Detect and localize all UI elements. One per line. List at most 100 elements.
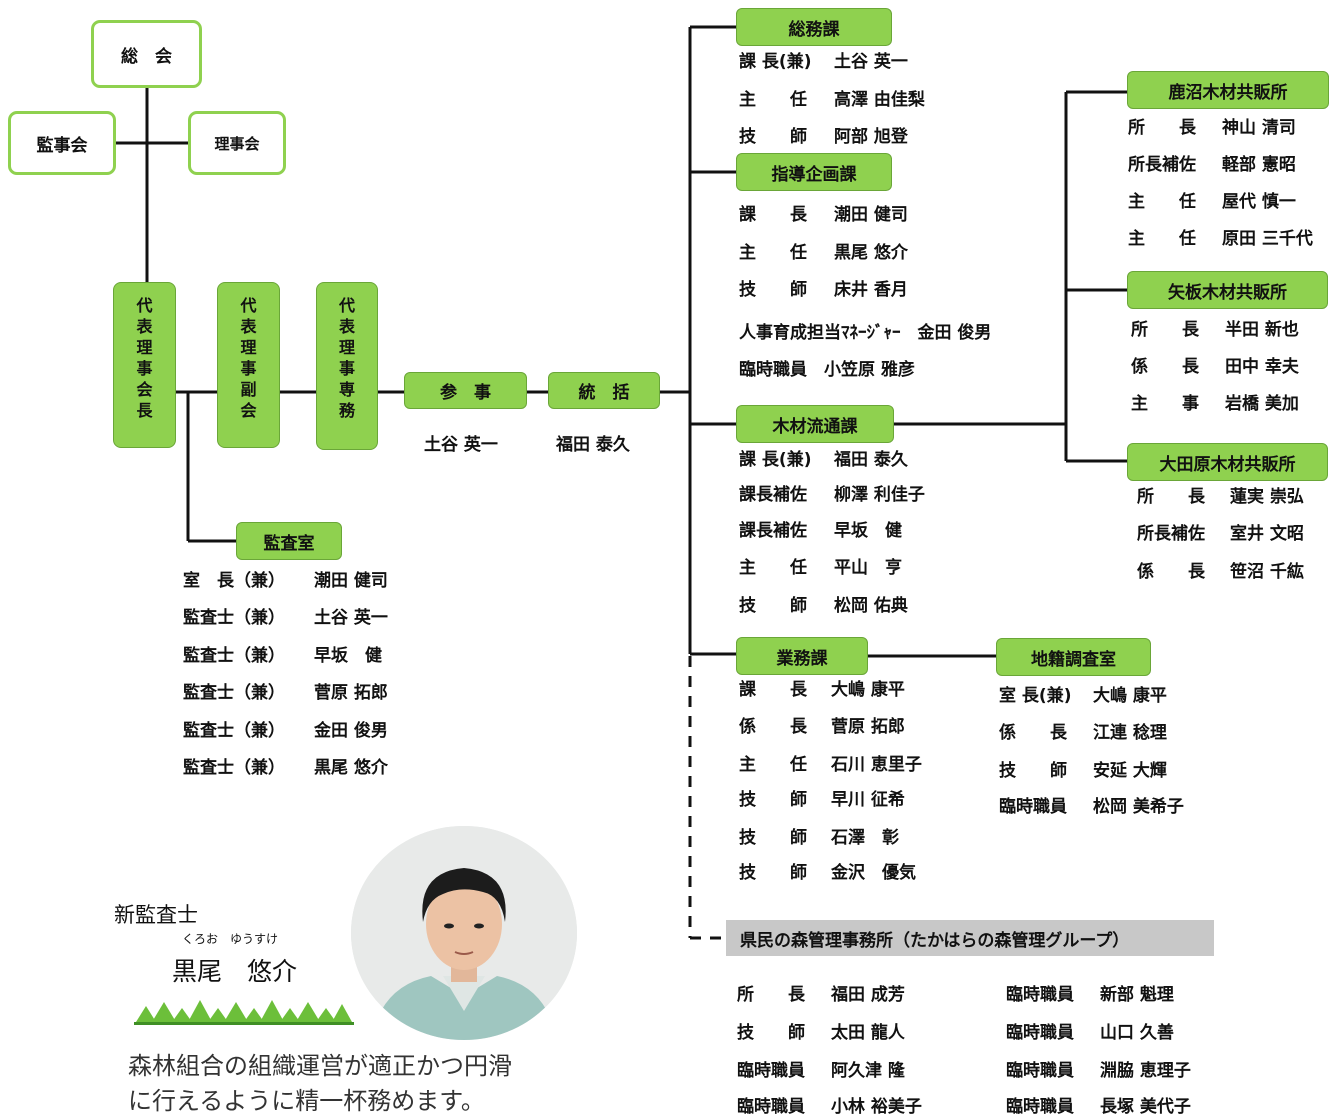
member-name: 神山 清司	[1222, 118, 1296, 138]
soumu-title: 総務課	[788, 19, 840, 40]
member-name: 松岡 佑典	[834, 596, 908, 616]
member-title: 所長補佐	[1128, 155, 1196, 175]
vchar: 会	[136, 380, 153, 399]
chiseki-member: 技 師安延 大輝	[999, 761, 1167, 781]
member-name: 菅原 拓郎	[831, 717, 905, 737]
gyomu-member: 技 師石澤 彰	[739, 828, 899, 848]
toukatsu-name: 福田 泰久	[556, 435, 630, 455]
mokuzai-member: 技 師松岡 佑典	[739, 596, 908, 616]
member-title: 課 長(兼)	[739, 450, 812, 470]
vchar: 表	[240, 317, 257, 336]
member-title: 室 長(兼)	[999, 686, 1072, 706]
member-title: 臨時職員	[999, 797, 1067, 817]
mokuzai-member: 課長補佐早坂 健	[739, 521, 902, 541]
member-title: 臨時職員	[1006, 1023, 1074, 1043]
member-name: 潮田 健司	[834, 205, 908, 225]
member-name: 小林 裕美子	[831, 1097, 922, 1117]
member-name: 屋代 慎一	[1222, 192, 1296, 212]
otawara-member: 所 長 蓮実 崇弘	[1137, 487, 1304, 507]
kenmin-member: 臨時職員山口 久善	[1006, 1023, 1174, 1043]
vchar: 代	[338, 296, 355, 315]
member-name: 柳澤 利佳子	[834, 485, 925, 505]
member-name: 潮田 健司	[314, 571, 388, 591]
member-title: 課長補佐	[739, 485, 807, 505]
member-name: 大嶋 康平	[831, 680, 905, 700]
member-title: 主 任	[739, 755, 807, 775]
vchar: 副	[240, 380, 257, 399]
vchar: 代	[136, 296, 153, 315]
member-name: 土谷 英一	[834, 52, 908, 72]
member-title: 監査士（兼）	[183, 608, 285, 628]
soumu-member: 技 師阿部 旭登	[739, 127, 908, 147]
kansa-box: 監査室	[236, 522, 342, 560]
kenmin-member: 臨時職員新部 魁理	[1006, 985, 1174, 1005]
daihyo-fukukaicho-box: 代 表 理 事 副 会	[217, 282, 280, 448]
kansa-member: 監査士（兼）黒尾 悠介	[183, 758, 388, 778]
member-title: 課 長	[739, 205, 807, 225]
vchar: 代	[240, 296, 257, 315]
kenmin-member: 臨時職員長塚 美代子	[1006, 1097, 1191, 1117]
vchar: 表	[136, 317, 153, 336]
rijikai-box: 理事会	[188, 111, 286, 175]
vchar: 理	[240, 338, 257, 357]
tree-decoration-icon	[134, 1000, 354, 1025]
member-name: 黒尾 悠介	[834, 243, 908, 263]
sanji-label: 参 事	[440, 383, 491, 403]
daihyo-senmu-box: 代 表 理 事 専 務	[316, 282, 378, 450]
member-title: 所 長	[1137, 487, 1205, 507]
member-title: 監査士（兼）	[183, 683, 285, 703]
intro-message-line1: 森林組合の組織運営が適正かつ円滑	[128, 1052, 512, 1080]
member-title: 臨時職員	[1006, 1097, 1074, 1117]
member-title: 技 師	[739, 828, 807, 848]
member-title: 技 師	[739, 280, 807, 300]
member-title: 主 任	[739, 90, 807, 110]
member-title: 室 長（兼）	[183, 571, 285, 591]
kansa-title: 監査室	[263, 533, 315, 554]
kenmin-member: 技 師太田 龍人	[737, 1023, 905, 1043]
member-name: 松岡 美希子	[1093, 797, 1184, 817]
yaita-member: 所 長半田 新也	[1131, 320, 1299, 340]
gyomu-member: 課 長大嶋 康平	[739, 680, 905, 700]
member-name: 黒尾 悠介	[314, 758, 388, 778]
vchar: 務	[338, 401, 355, 420]
kenmin-header: 県民の森管理事務所（たかはらの森管理グループ）	[726, 920, 1214, 956]
toukatsu-box: 統 括	[548, 372, 660, 409]
chiseki-title: 地籍調査室	[1031, 649, 1116, 670]
member-title: 技 師	[737, 1023, 805, 1043]
otawara-title: 大田原木材共販所	[1159, 454, 1296, 475]
member-title: 係 長	[1137, 562, 1205, 582]
kanuma-member: 主 任原田 三千代	[1128, 229, 1313, 249]
kenmin-member: 臨時職員淵脇 恵理子	[1006, 1061, 1191, 1081]
gyomu-member: 主 任 石川 恵里子	[739, 755, 922, 775]
member-name: 金沢 優気	[831, 863, 916, 883]
kansa-member: 監査士（兼）土谷 英一	[183, 608, 388, 628]
intro-label: 新監査士	[114, 903, 198, 927]
member-name: 平山 亨	[834, 558, 902, 578]
member-title: 課 長(兼)	[739, 52, 812, 72]
member-name: 江連 稔理	[1093, 723, 1167, 743]
shido-box: 指導企画課	[736, 153, 892, 191]
member-name: 淵脇 恵理子	[1100, 1061, 1191, 1081]
otawara-box: 大田原木材共販所	[1127, 443, 1328, 481]
member-title: 技 師	[739, 790, 807, 810]
member-title: 係 長	[1131, 357, 1199, 377]
soukai-box: 総 会	[91, 20, 202, 88]
member-title: 技 師	[999, 761, 1067, 781]
otawara-member: 所長補佐室井 文昭	[1137, 524, 1304, 544]
member-name: 石川 恵里子	[831, 755, 922, 775]
member-title: 係 長	[739, 717, 807, 737]
member-title: 主 任	[1128, 192, 1196, 212]
gyomu-member: 係 長 菅原 拓郎	[739, 717, 905, 737]
member-name: 岩橋 美加	[1225, 394, 1299, 414]
member-title: 臨時職員	[1006, 985, 1074, 1005]
member-name: 室井 文昭	[1230, 524, 1304, 544]
member-title: 監査士（兼）	[183, 721, 285, 741]
member-title: 所 長	[737, 985, 805, 1005]
vchar: 事	[136, 359, 153, 378]
yaita-title: 矢板木材共販所	[1168, 282, 1287, 303]
sanji-box: 参 事	[404, 372, 527, 409]
gyomu-member: 技 師早川 征希	[739, 790, 905, 810]
member-name: 蓮実 崇弘	[1230, 487, 1304, 507]
vchar: 理	[136, 338, 153, 357]
